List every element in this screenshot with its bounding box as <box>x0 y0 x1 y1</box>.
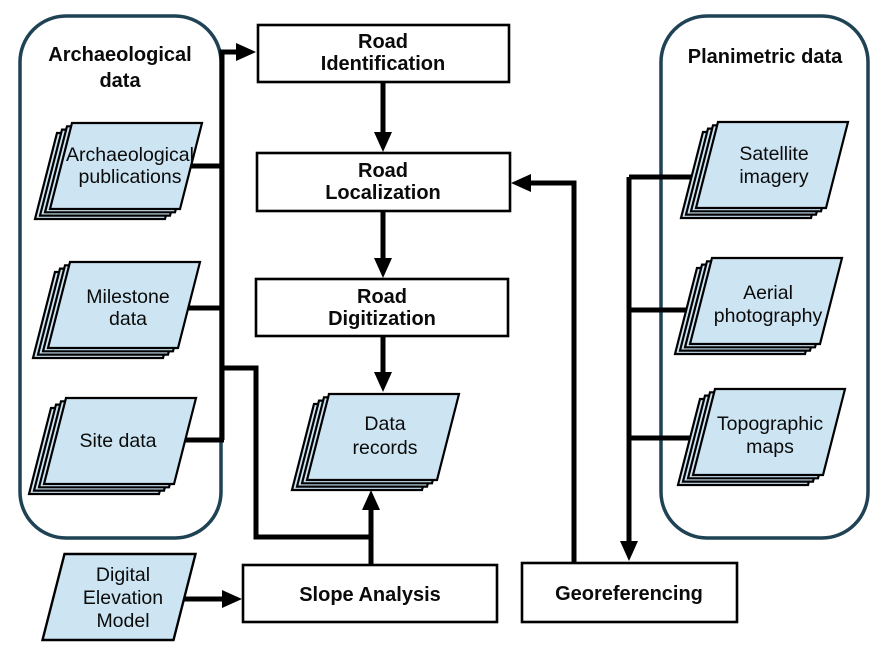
process-label-line1: Road <box>358 160 408 182</box>
stack-satellite-imagery: Satellite imagery <box>679 120 850 220</box>
process-georeferencing: Georeferencing <box>520 561 739 624</box>
process-label: Slope Analysis <box>299 584 441 606</box>
arrowhead-into-slope-analysis <box>222 590 242 608</box>
process-label-line2: Identification <box>321 53 445 75</box>
process-road-identification: Road Identification <box>256 23 511 84</box>
dem-label-line2: Elevation <box>83 587 163 609</box>
stack-label-line1: Topographic <box>717 413 823 435</box>
process-label: Georeferencing <box>555 583 703 605</box>
process-road-digitization: Road Digitization <box>254 277 510 338</box>
process-box <box>256 23 511 84</box>
archaeological-data-group-title-line1: Archaeological <box>48 44 191 66</box>
arrowhead-into-road-localization <box>374 132 392 152</box>
stack-label-line1: Aerial <box>743 282 793 304</box>
parallelogram-shape <box>40 552 198 642</box>
stack-label-line2: photography <box>714 305 823 327</box>
stack-label-line1: Data <box>364 413 405 435</box>
stack-label-line2: records <box>352 437 417 459</box>
stack-label-line1: Milestone <box>86 286 169 308</box>
stack-label-line2: imagery <box>739 166 809 188</box>
process-box <box>520 561 739 624</box>
stack-data-records: Data records <box>290 392 461 492</box>
process-road-localization: Road Localization <box>255 151 512 213</box>
planimetric-data-group-title: Planimetric data <box>688 46 843 68</box>
stack-label-line1: Satellite <box>739 143 808 165</box>
arrowhead-into-data-records-top <box>374 372 392 392</box>
process-label-line2: Digitization <box>328 308 436 330</box>
arrowhead-into-road-identification <box>236 43 256 61</box>
stack-milestone-data: Milestone data <box>31 260 202 360</box>
stack-aerial-photography: Aerial photography <box>673 256 844 356</box>
dem-label-line1: Digital <box>96 564 150 586</box>
dem-label-line3: Model <box>96 610 149 632</box>
stack-label-line2: publications <box>79 166 182 188</box>
stack-topographic-maps: Topographic maps <box>676 387 847 487</box>
stack-site-data: Site data <box>27 396 198 496</box>
arrowhead-into-road-localization-right <box>511 174 531 192</box>
edge-georeferencing-to-road-localization <box>529 180 577 563</box>
stack-label-line2: maps <box>746 436 794 458</box>
arrowhead-into-road-digitization <box>374 258 392 278</box>
process-box <box>255 151 512 213</box>
stack-label: Site data <box>80 430 157 452</box>
edges <box>158 43 718 608</box>
edge-archaeological-trunk <box>219 49 238 440</box>
process-label-line2: Localization <box>325 182 441 204</box>
process-label-line1: Road <box>358 31 408 53</box>
archaeological-data-group-title-line2: data <box>99 70 141 92</box>
process-label-line1: Road <box>357 286 407 308</box>
stack-label-line1: Archaeological <box>66 144 194 166</box>
stack-archaeological-publications: Archaeological publications <box>33 121 204 221</box>
edge-trunk-to-data-records <box>219 365 371 540</box>
digital-elevation-model-node: Digital Elevation Model <box>40 552 198 642</box>
process-box <box>241 563 499 624</box>
arrowhead-into-georeferencing <box>620 541 638 561</box>
process-box <box>254 277 510 338</box>
arrowhead-into-data-records-bottom <box>362 490 380 510</box>
process-slope-analysis: Slope Analysis <box>241 563 499 624</box>
stack-label-line2: data <box>109 308 147 330</box>
